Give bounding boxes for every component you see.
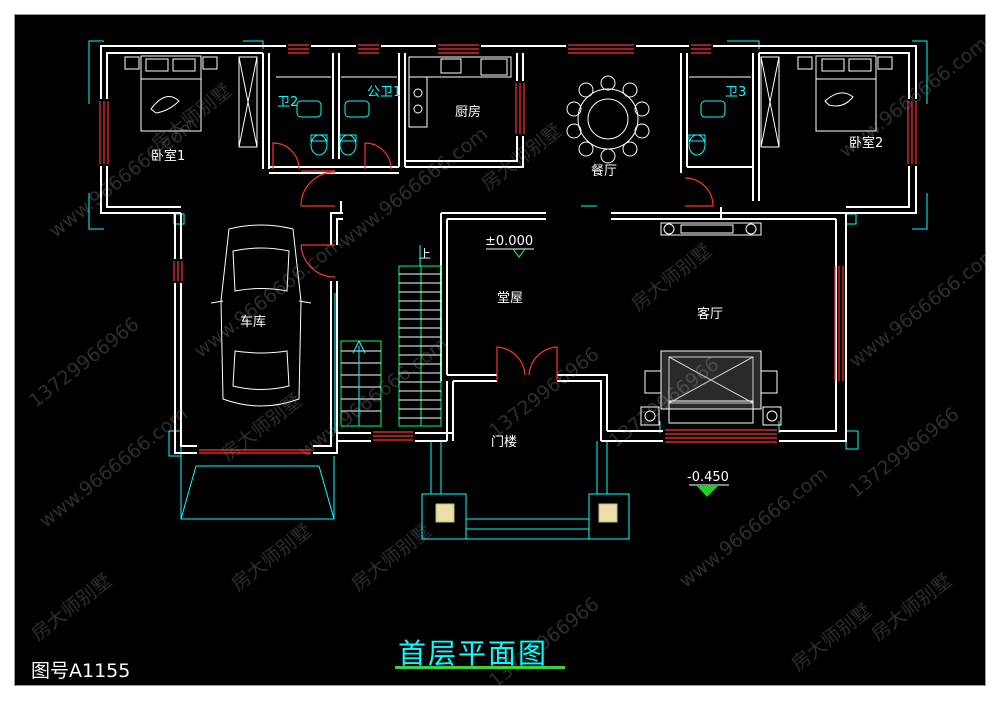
title-underline [395,666,565,669]
sofa-set [640,350,782,426]
window-garage [173,261,183,281]
window-living-bottom [665,429,777,443]
stair-up-label: 上 [419,247,432,261]
wardrobe-1 [238,56,258,148]
level-label-exterior: -0.450 [687,470,729,485]
bath2-fixtures [276,76,331,156]
window-living-right [834,266,844,381]
room-label-garage: 车库 [240,315,267,330]
tv-cabinet [660,222,762,236]
room-label-porch: 门楼 [491,435,518,450]
cad-drawing-frame: www.9666666.com 13729966966 www.9666666.… [14,14,986,686]
drawing-title: 首层平面图 [398,637,549,670]
window-top-2 [358,44,379,54]
level-label-interior: ±0.000 [485,234,534,249]
level-marker-exterior [689,484,729,497]
bath3-fixtures [688,76,751,156]
room-label-bath3: 卫3 [725,85,747,100]
window-top-dining [568,44,634,54]
wardrobe-2 [760,56,780,148]
kitchen-counter [408,56,512,128]
window-top-1 [288,44,309,54]
level-marker-interior [486,248,534,258]
bed-1 [124,55,218,132]
dining-table [566,75,650,164]
porch-columns [435,503,618,523]
car-outline [210,224,312,407]
room-label-bedroom1: 卧室1 [151,149,186,164]
windows [99,44,917,454]
window-bedroom2 [907,101,917,164]
window-kitchen-side [515,83,525,134]
window-bedroom1 [99,101,109,164]
public-bath1-fixtures [339,76,397,156]
furniture [124,55,893,426]
window-top-kitchen [438,44,479,54]
room-label-public-bath1: 公卫1 [367,85,402,100]
room-label-bedroom2: 卧室2 [849,136,884,151]
bed-2 [797,55,893,132]
room-label-bath2: 卫2 [277,95,299,110]
doors [272,142,714,381]
walls [100,45,917,454]
floor-plan [88,40,928,540]
drawing-number: 图号A1155 [31,660,131,682]
staircase [340,245,442,427]
window-garage-door [199,449,311,454]
room-label-living: 客厅 [697,307,724,322]
room-label-hall: 堂屋 [497,291,524,306]
window-top-bath3 [691,44,711,54]
window-stair [373,431,413,441]
room-label-kitchen: 厨房 [455,105,482,120]
room-label-dining: 餐厅 [591,164,618,179]
structure-outline [88,40,928,540]
